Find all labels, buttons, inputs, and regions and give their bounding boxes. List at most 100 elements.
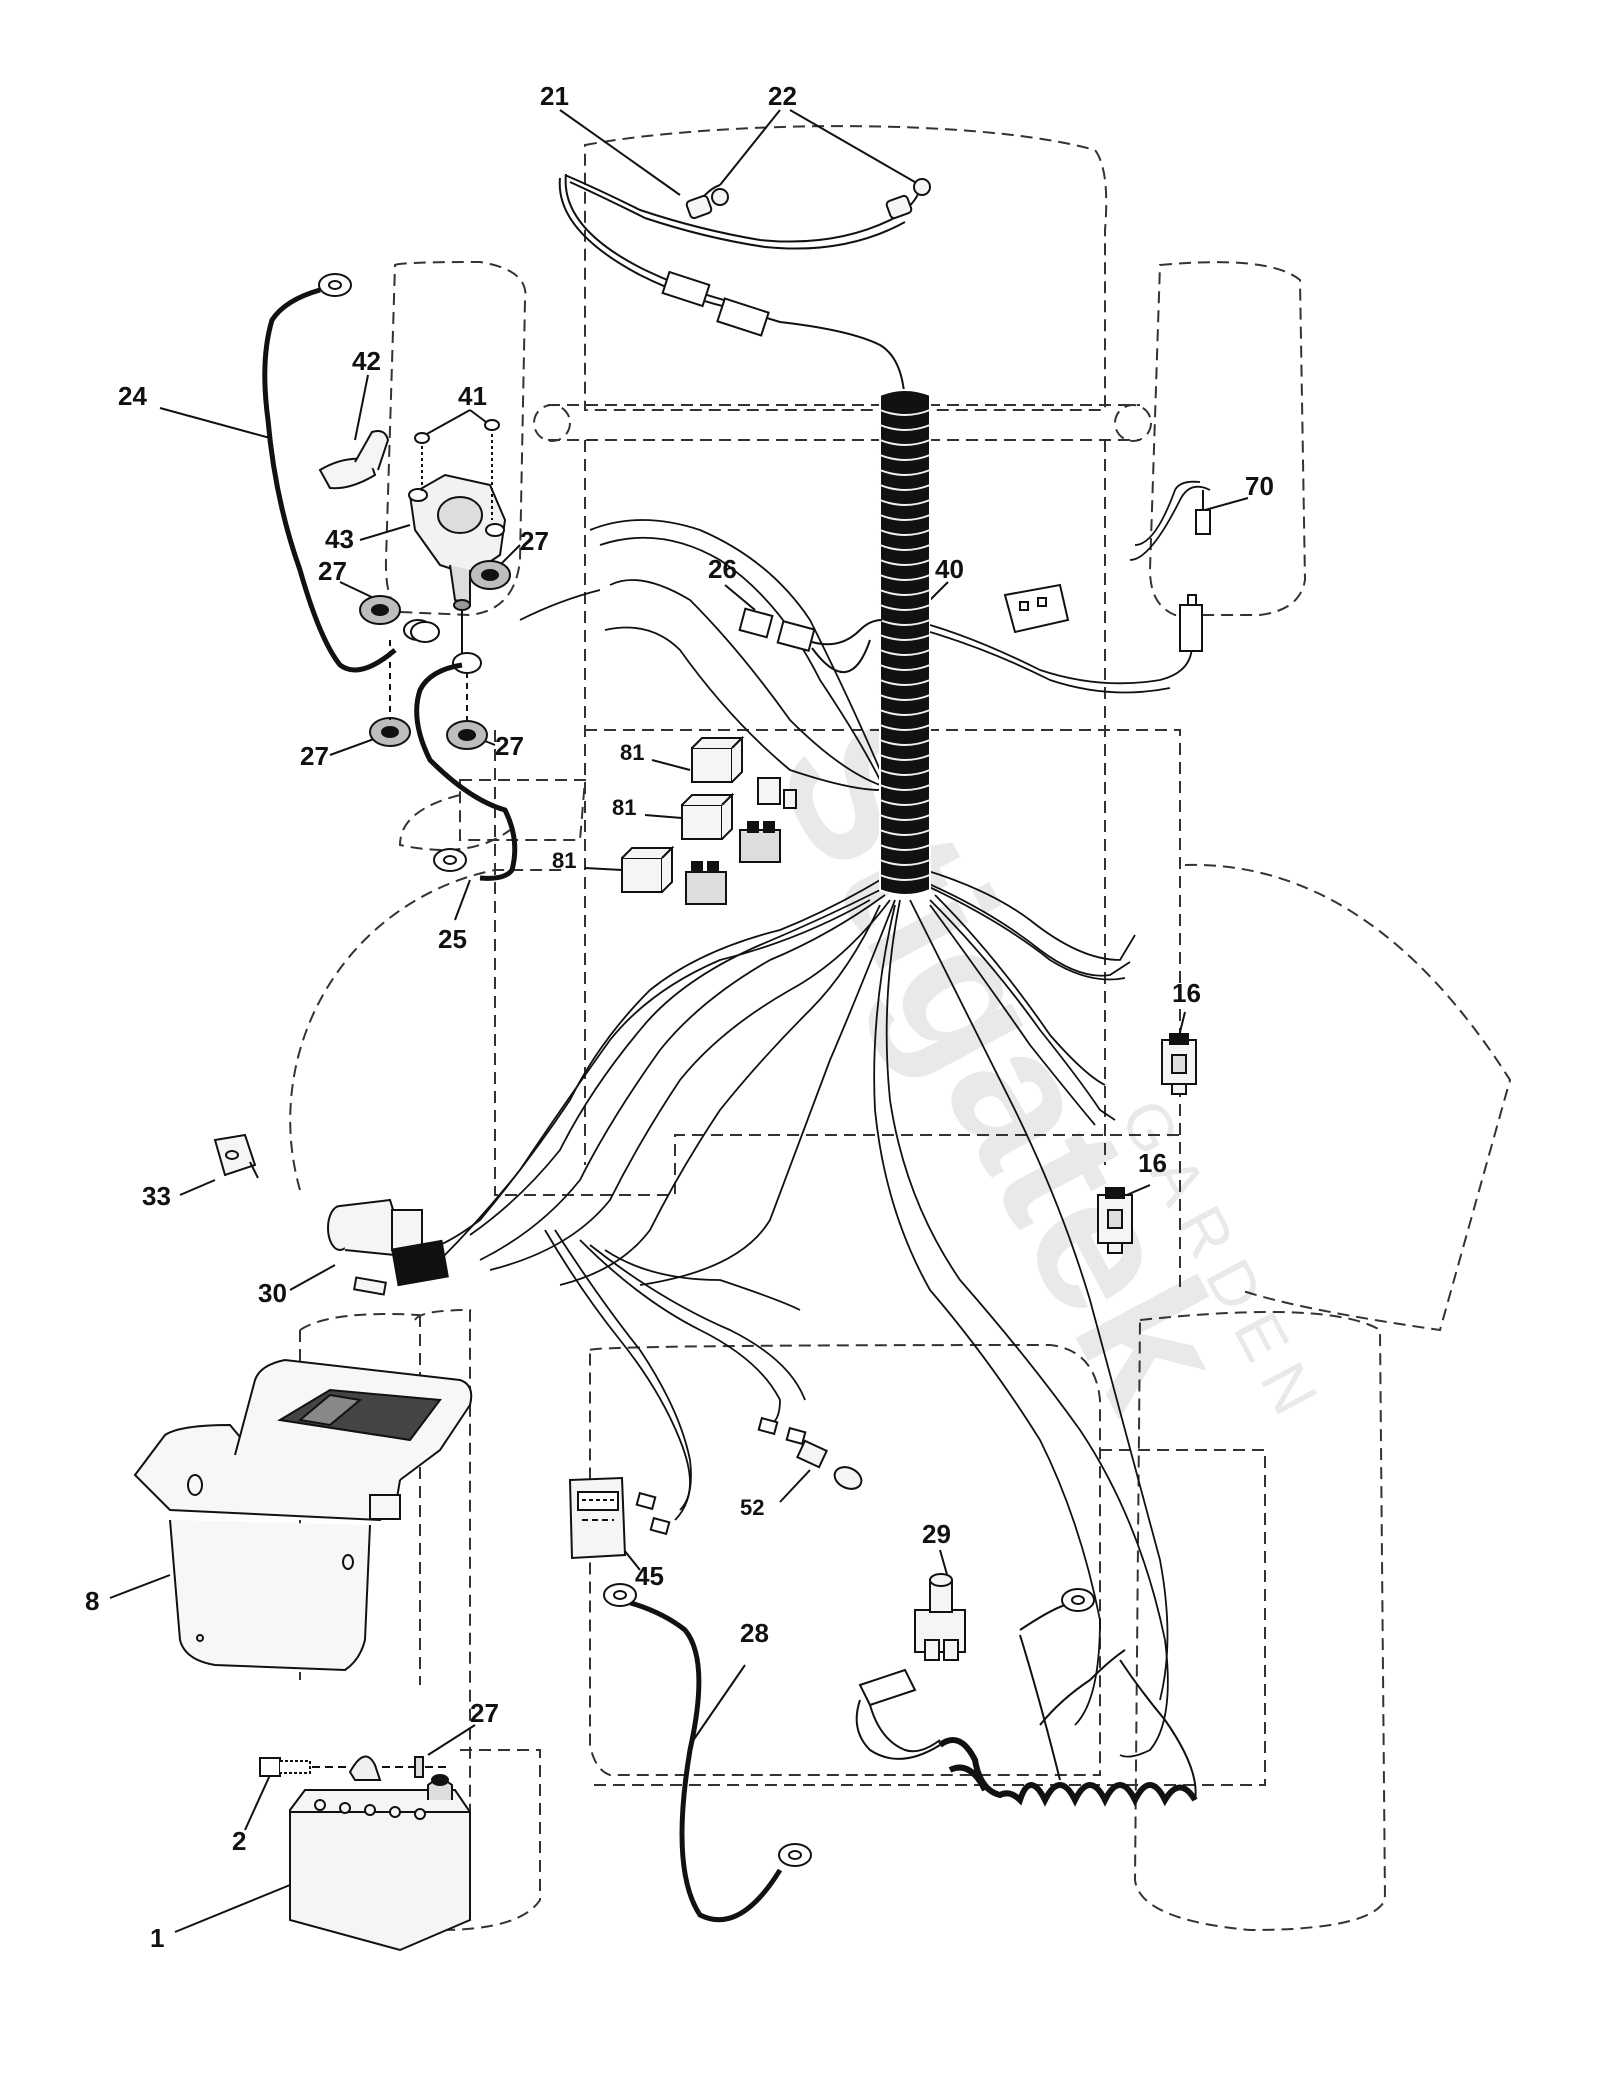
leader-2 — [244, 1774, 271, 1831]
callout-1: 1 — [150, 1923, 164, 1953]
callout-81-bottom: 81 — [552, 848, 576, 873]
callout-81-middle: 81 — [612, 795, 636, 820]
battery-1 — [289, 1774, 471, 1952]
callout-33: 33 — [142, 1181, 171, 1211]
ground-cable-28 — [619, 1597, 783, 1923]
callout-16-bottom: 16 — [1138, 1148, 1167, 1178]
ground-cable-25 — [414, 662, 518, 881]
interlock-switch-16-top — [1161, 1033, 1197, 1095]
callout-27-c: 27 — [300, 741, 329, 771]
axle-upper — [548, 404, 1140, 441]
leader-24 — [159, 407, 271, 439]
right-fender-outline — [1184, 863, 1512, 1332]
harness-wrap-40 — [879, 389, 931, 896]
terminal-boot-42 — [318, 430, 390, 490]
callout-81-top: 81 — [620, 740, 644, 765]
callout-25: 25 — [438, 924, 467, 954]
nut-27-right — [469, 560, 511, 590]
leader-26 — [724, 584, 756, 611]
nut-27-lower-left — [369, 717, 411, 747]
pto-connector — [855, 1668, 941, 1760]
switch-connector-70 — [1003, 490, 1211, 652]
callout-labels: 1 2 8 16 16 21 22 24 25 26 27 27 27 27 2… — [85, 81, 1274, 1953]
left-fender-outline — [398, 794, 511, 851]
callout-42: 42 — [352, 346, 381, 376]
leader-22a — [719, 109, 781, 186]
watermark: Stigatek GARDEN — [736, 687, 1338, 1439]
callout-27-b: 27 — [520, 526, 549, 556]
main-harness-wires — [419, 519, 1169, 1758]
ring-terminal-25 — [433, 848, 467, 872]
leader-81b — [644, 814, 683, 819]
starter-solenoid-43 — [408, 473, 507, 660]
fuse-26 — [738, 607, 883, 674]
seat-deck-outline — [589, 1343, 1101, 1776]
battery-cable-24 — [262, 287, 397, 673]
battery-bolt-2 — [259, 1755, 450, 1781]
callout-41: 41 — [458, 381, 487, 411]
leader-81c — [584, 867, 623, 871]
callout-22: 22 — [768, 81, 797, 111]
mid-box — [459, 779, 587, 841]
headlight-harness — [558, 173, 921, 540]
pto-cord-leads — [1039, 1649, 1197, 1801]
seat-switch-harness — [929, 480, 1211, 694]
callout-29: 29 — [922, 1519, 951, 1549]
callout-43: 43 — [325, 524, 354, 554]
lamp-52 — [795, 1439, 863, 1490]
callout-16-top: 16 — [1172, 978, 1201, 1008]
leader-21 — [559, 109, 681, 196]
leader-25 — [454, 879, 471, 921]
leader-70 — [1204, 497, 1249, 511]
hood-outline — [584, 125, 1108, 411]
headlight-bulb-right — [885, 178, 931, 220]
solenoid-washers — [389, 621, 482, 722]
front-right-wheel-outline — [1148, 261, 1307, 616]
hour-meter-terminals — [635, 1416, 807, 1536]
callout-28: 28 — [740, 1618, 769, 1648]
callout-30: 30 — [258, 1278, 287, 1308]
rear-right-wheel-outline — [1133, 1311, 1387, 1932]
battery-box-8 — [133, 1358, 473, 1672]
callout-2: 2 — [232, 1826, 246, 1856]
leader-42 — [354, 374, 369, 441]
callout-26: 26 — [708, 554, 737, 584]
leader-43 — [359, 524, 411, 541]
ring-terminal-28-top — [603, 1583, 637, 1607]
leader-27e — [427, 1724, 476, 1756]
leader-22b — [789, 109, 921, 186]
ring-terminal-24-top — [318, 273, 352, 297]
ring-terminal-29 — [1019, 1588, 1095, 1781]
leader-30 — [289, 1264, 336, 1291]
frame-outline — [584, 440, 1181, 1290]
rear-panel — [439, 1449, 1266, 1931]
left-large-circle — [289, 869, 565, 1191]
solenoid-stud-41 — [414, 419, 500, 520]
callout-27-d: 27 — [495, 731, 524, 761]
relay-81-bottom — [621, 845, 727, 905]
regulator-33 — [213, 1133, 259, 1179]
headlight-bulb-left — [685, 188, 729, 220]
callout-24: 24 — [118, 381, 147, 411]
leader-33 — [179, 1179, 216, 1196]
callout-21: 21 — [540, 81, 569, 111]
callout-70: 70 — [1245, 471, 1274, 501]
headlight-connector — [661, 270, 770, 337]
callout-45: 45 — [635, 1561, 664, 1591]
ignition-switch-30 — [327, 1198, 449, 1296]
mid-panel — [494, 730, 1180, 1196]
relay-81-middle — [681, 792, 781, 863]
interlock-switch-16-bottom — [1097, 1187, 1133, 1254]
leader-28 — [689, 1664, 746, 1746]
callout-27-a: 27 — [318, 556, 347, 586]
axle-end-right — [1114, 404, 1152, 442]
callout-40: 40 — [935, 554, 964, 584]
leader-52 — [779, 1469, 811, 1503]
nut-27-lower-right — [446, 720, 488, 750]
nut-27-left — [359, 595, 401, 625]
callout-52: 52 — [740, 1495, 764, 1520]
pto-switch-29 — [914, 1573, 966, 1661]
leader-41a — [424, 409, 471, 436]
harness-wrap-40-ribs — [879, 409, 931, 881]
callout-8: 8 — [85, 1586, 99, 1616]
